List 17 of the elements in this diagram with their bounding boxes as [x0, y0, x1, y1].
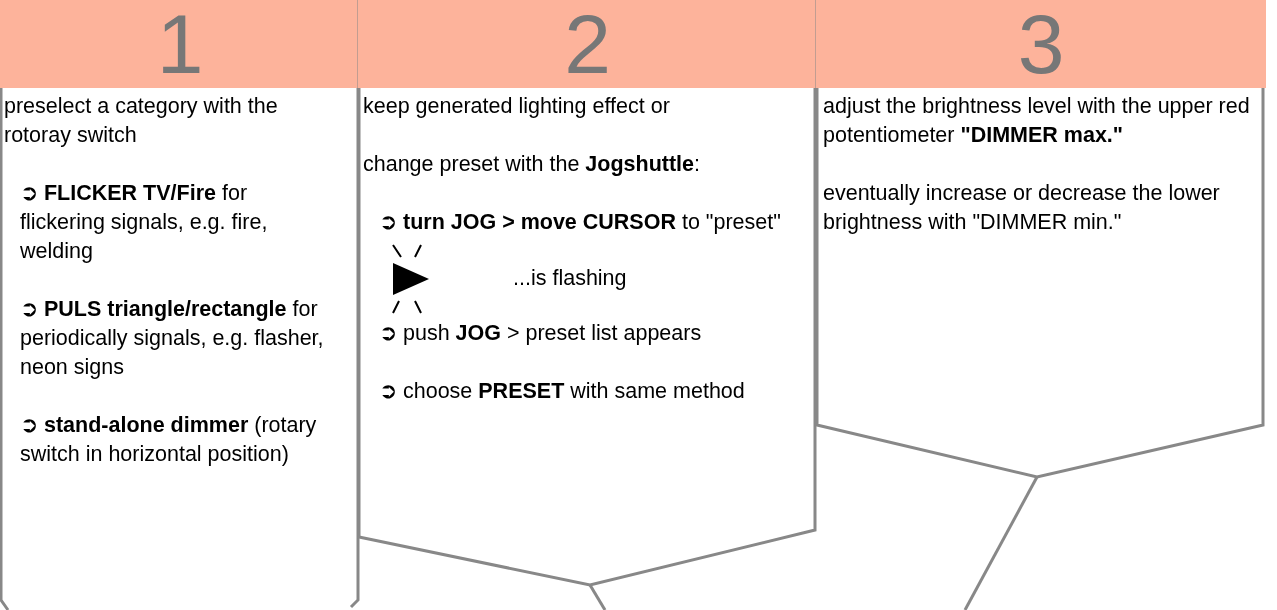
instruction-text: change preset with the Jogshuttle: — [363, 151, 701, 178]
leader-line — [588, 584, 607, 610]
instruction-text: preselect a category with the rotoray switch — [4, 93, 279, 149]
step-number: 2 — [358, 0, 817, 88]
instruction-text: ➲ choose PRESET with same method — [378, 378, 746, 405]
instruction-text: ➲ FLICKER TV/Fire for flickering signals, e.g. fire, welding — [19, 180, 269, 265]
leader-line — [963, 476, 1039, 610]
instruction-text: eventually increase or decrease the lower brightness with "DIMMER min." — [823, 180, 1221, 236]
instruction-text: adjust the brightness level with the upper red potentiometer "DIMMER max." — [823, 93, 1251, 149]
instruction-text: ...is flashing — [513, 265, 627, 292]
instruction-text: ➲ PULS triangle/rectangle for periodically signals, e.g. flasher, neon signs — [19, 296, 325, 381]
instruction-text: ➲ stand-alone dimmer (rotary switch in horizontal position) — [19, 412, 318, 468]
step-number: 3 — [816, 0, 1266, 88]
instruction-text: keep generated lighting effect or — [363, 93, 671, 120]
instruction-text: ➲ turn JOG > move CURSOR to "preset" — [378, 209, 782, 236]
instruction-text: ➲ push JOG > preset list appears — [378, 320, 703, 347]
step-number: 1 — [0, 0, 360, 88]
